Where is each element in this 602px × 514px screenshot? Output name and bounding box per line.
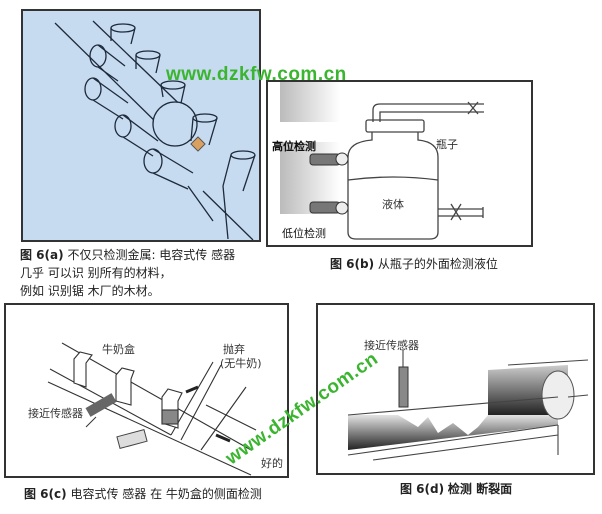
figure-b-panel: 高位检测 低位检测 瓶子 液体 bbox=[266, 80, 533, 247]
proximity-sensor-label: 接近传感器 bbox=[364, 339, 419, 352]
high-level-label: 高位检测 bbox=[272, 140, 316, 153]
caption-line: 几乎 可以识 别所有的材料， bbox=[20, 266, 172, 280]
reject-label: 抛弃 bbox=[223, 343, 245, 356]
web-break-illustration bbox=[347, 350, 589, 461]
milk-carton-conveyor-illustration bbox=[47, 342, 257, 476]
caption-text: 检测 断裂面 bbox=[447, 482, 513, 496]
bottle-level-illustration bbox=[280, 82, 484, 240]
good-label: 好的 bbox=[261, 457, 283, 470]
bottle-label: 瓶子 bbox=[436, 138, 458, 151]
figure-d-panel: 接近传感器 bbox=[316, 303, 595, 475]
caption-label: 图 6(b) bbox=[330, 257, 375, 271]
reject-note-label: (无牛奶) bbox=[220, 357, 262, 370]
figure-c-panel: 牛奶盒 抛弃 (无牛奶) 接近传感器 好的 bbox=[4, 303, 289, 478]
watermark-text: www.dzkfw.com.cn bbox=[166, 64, 347, 85]
figure-d-caption: 图 6(d) 检测 断裂面 bbox=[400, 480, 512, 497]
liquid-label: 液体 bbox=[382, 198, 404, 211]
caption-text: 电容式传 感器 在 牛奶盒的侧面检测 bbox=[70, 487, 262, 501]
low-level-label: 低位检测 bbox=[282, 227, 326, 240]
proximity-sensor-label: 接近传感器 bbox=[28, 407, 83, 420]
figure-c-caption: 图 6(c) 电容式传 感器 在 牛奶盒的侧面检测 bbox=[24, 485, 262, 502]
caption-line: 不仅只检测金属: 电容式传 感器 bbox=[67, 248, 236, 262]
caption-line: 例如 识别锯 木厂的木材。 bbox=[20, 284, 160, 298]
caption-label: 图 6(d) bbox=[400, 482, 445, 496]
figure-a-panel bbox=[21, 9, 261, 242]
caption-text: 从瓶子的外面检测液位 bbox=[377, 257, 498, 271]
figure-b-caption: 图 6(b) 从瓶子的外面检测液位 bbox=[330, 255, 498, 272]
caption-label: 图 6(c) bbox=[24, 487, 67, 501]
figure-a-caption: 图 6(a) 不仅只检测金属: 电容式传 感器 几乎 可以识 别所有的材料， 例… bbox=[20, 246, 235, 300]
milk-carton-label: 牛奶盒 bbox=[102, 343, 135, 356]
caption-label: 图 6(a) bbox=[20, 248, 64, 262]
sawmill-rollers-illustration bbox=[54, 20, 256, 240]
